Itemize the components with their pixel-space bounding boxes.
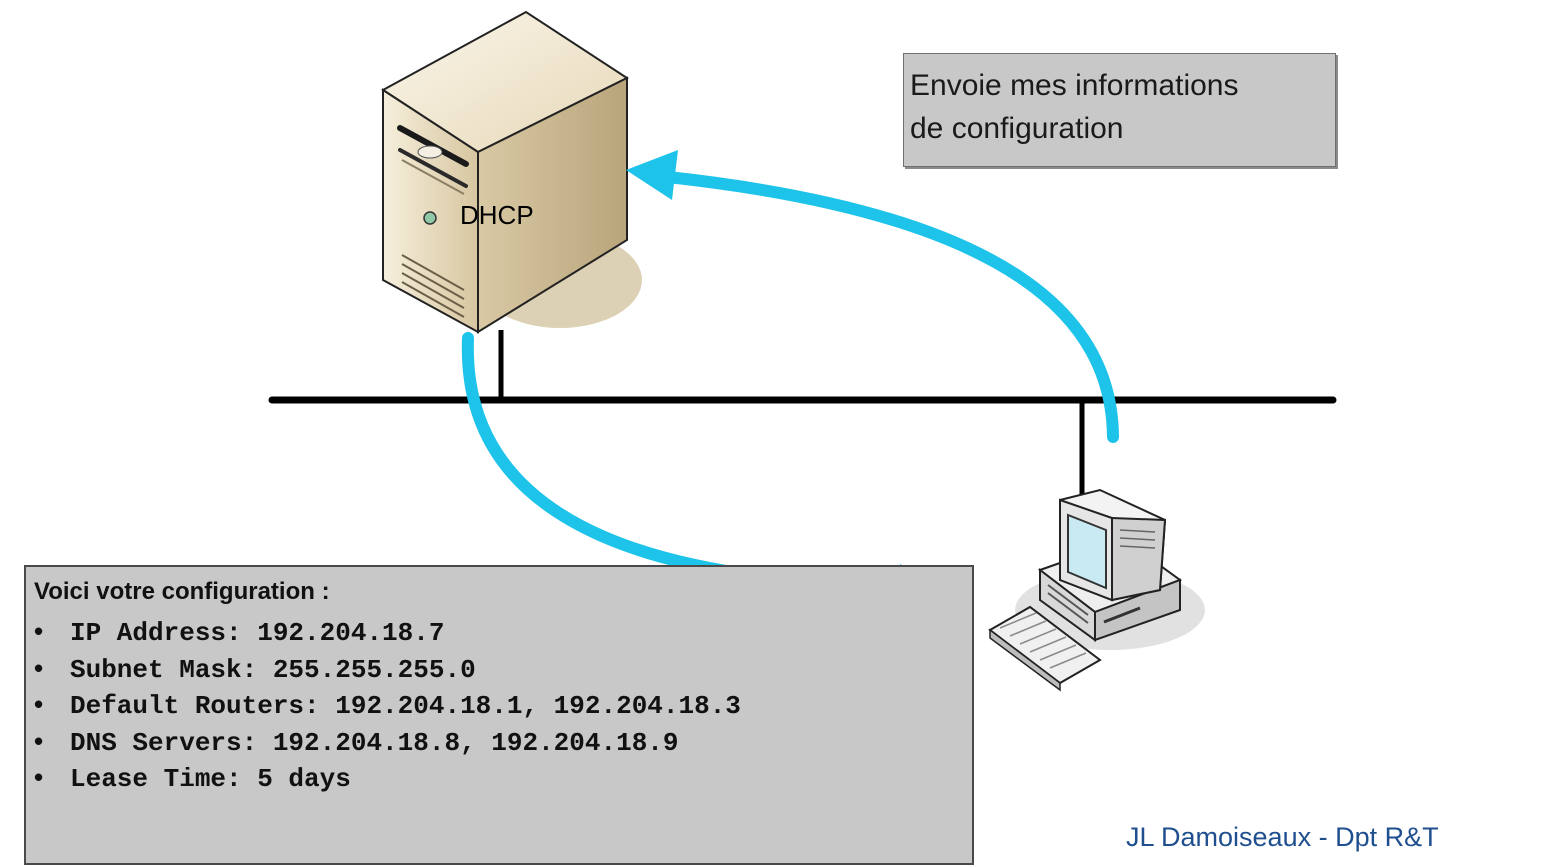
request-line-2: de configuration	[910, 112, 1124, 145]
network-bus	[268, 330, 1337, 495]
request-line-1: Envoie mes informations	[910, 69, 1239, 102]
dhcp-server-icon	[381, 10, 642, 334]
config-item-text: Default Routers: 192.204.18.1, 192.204.1…	[70, 691, 741, 721]
bullet-icon: •	[34, 689, 44, 719]
bullet-icon: •	[34, 616, 44, 646]
config-item-text: IP Address: 192.204.18.7	[70, 618, 445, 648]
request-arrow	[626, 150, 1119, 443]
config-item-dns-servers: • DNS Servers: 192.204.18.8, 192.204.18.9	[34, 724, 964, 761]
server-label: DHCP	[460, 200, 534, 230]
configuration-callout: Voici votre configuration : • IP Address:…	[24, 565, 974, 865]
configuration-heading: Voici votre configuration :	[34, 578, 330, 605]
config-item-text: DNS Servers: 192.204.18.8, 192.204.18.9	[70, 727, 679, 758]
bullet-icon: •	[34, 762, 44, 792]
config-item-lease-time: • Lease Time: 5 days	[34, 760, 964, 797]
request-callout: Envoie mes informations de configuration	[903, 53, 1336, 167]
bullet-icon: •	[34, 725, 44, 756]
config-item-text: Subnet Mask: 255.255.255.0	[70, 654, 476, 685]
bullet-icon: •	[34, 652, 44, 683]
config-item-default-routers: • Default Routers: 192.204.18.1, 192.204.…	[34, 687, 964, 724]
footer-author: JL Damoiseaux - Dpt R&T	[1126, 822, 1439, 852]
config-item-subnet-mask: • Subnet Mask: 255.255.255.0	[34, 651, 964, 688]
configuration-list: • IP Address: 192.204.18.7 • Subnet Mask: …	[34, 614, 964, 797]
config-item-ip-address: • IP Address: 192.204.18.7	[34, 614, 964, 651]
config-item-text: Lease Time: 5 days	[70, 764, 351, 794]
client-computer-icon	[988, 488, 1205, 692]
